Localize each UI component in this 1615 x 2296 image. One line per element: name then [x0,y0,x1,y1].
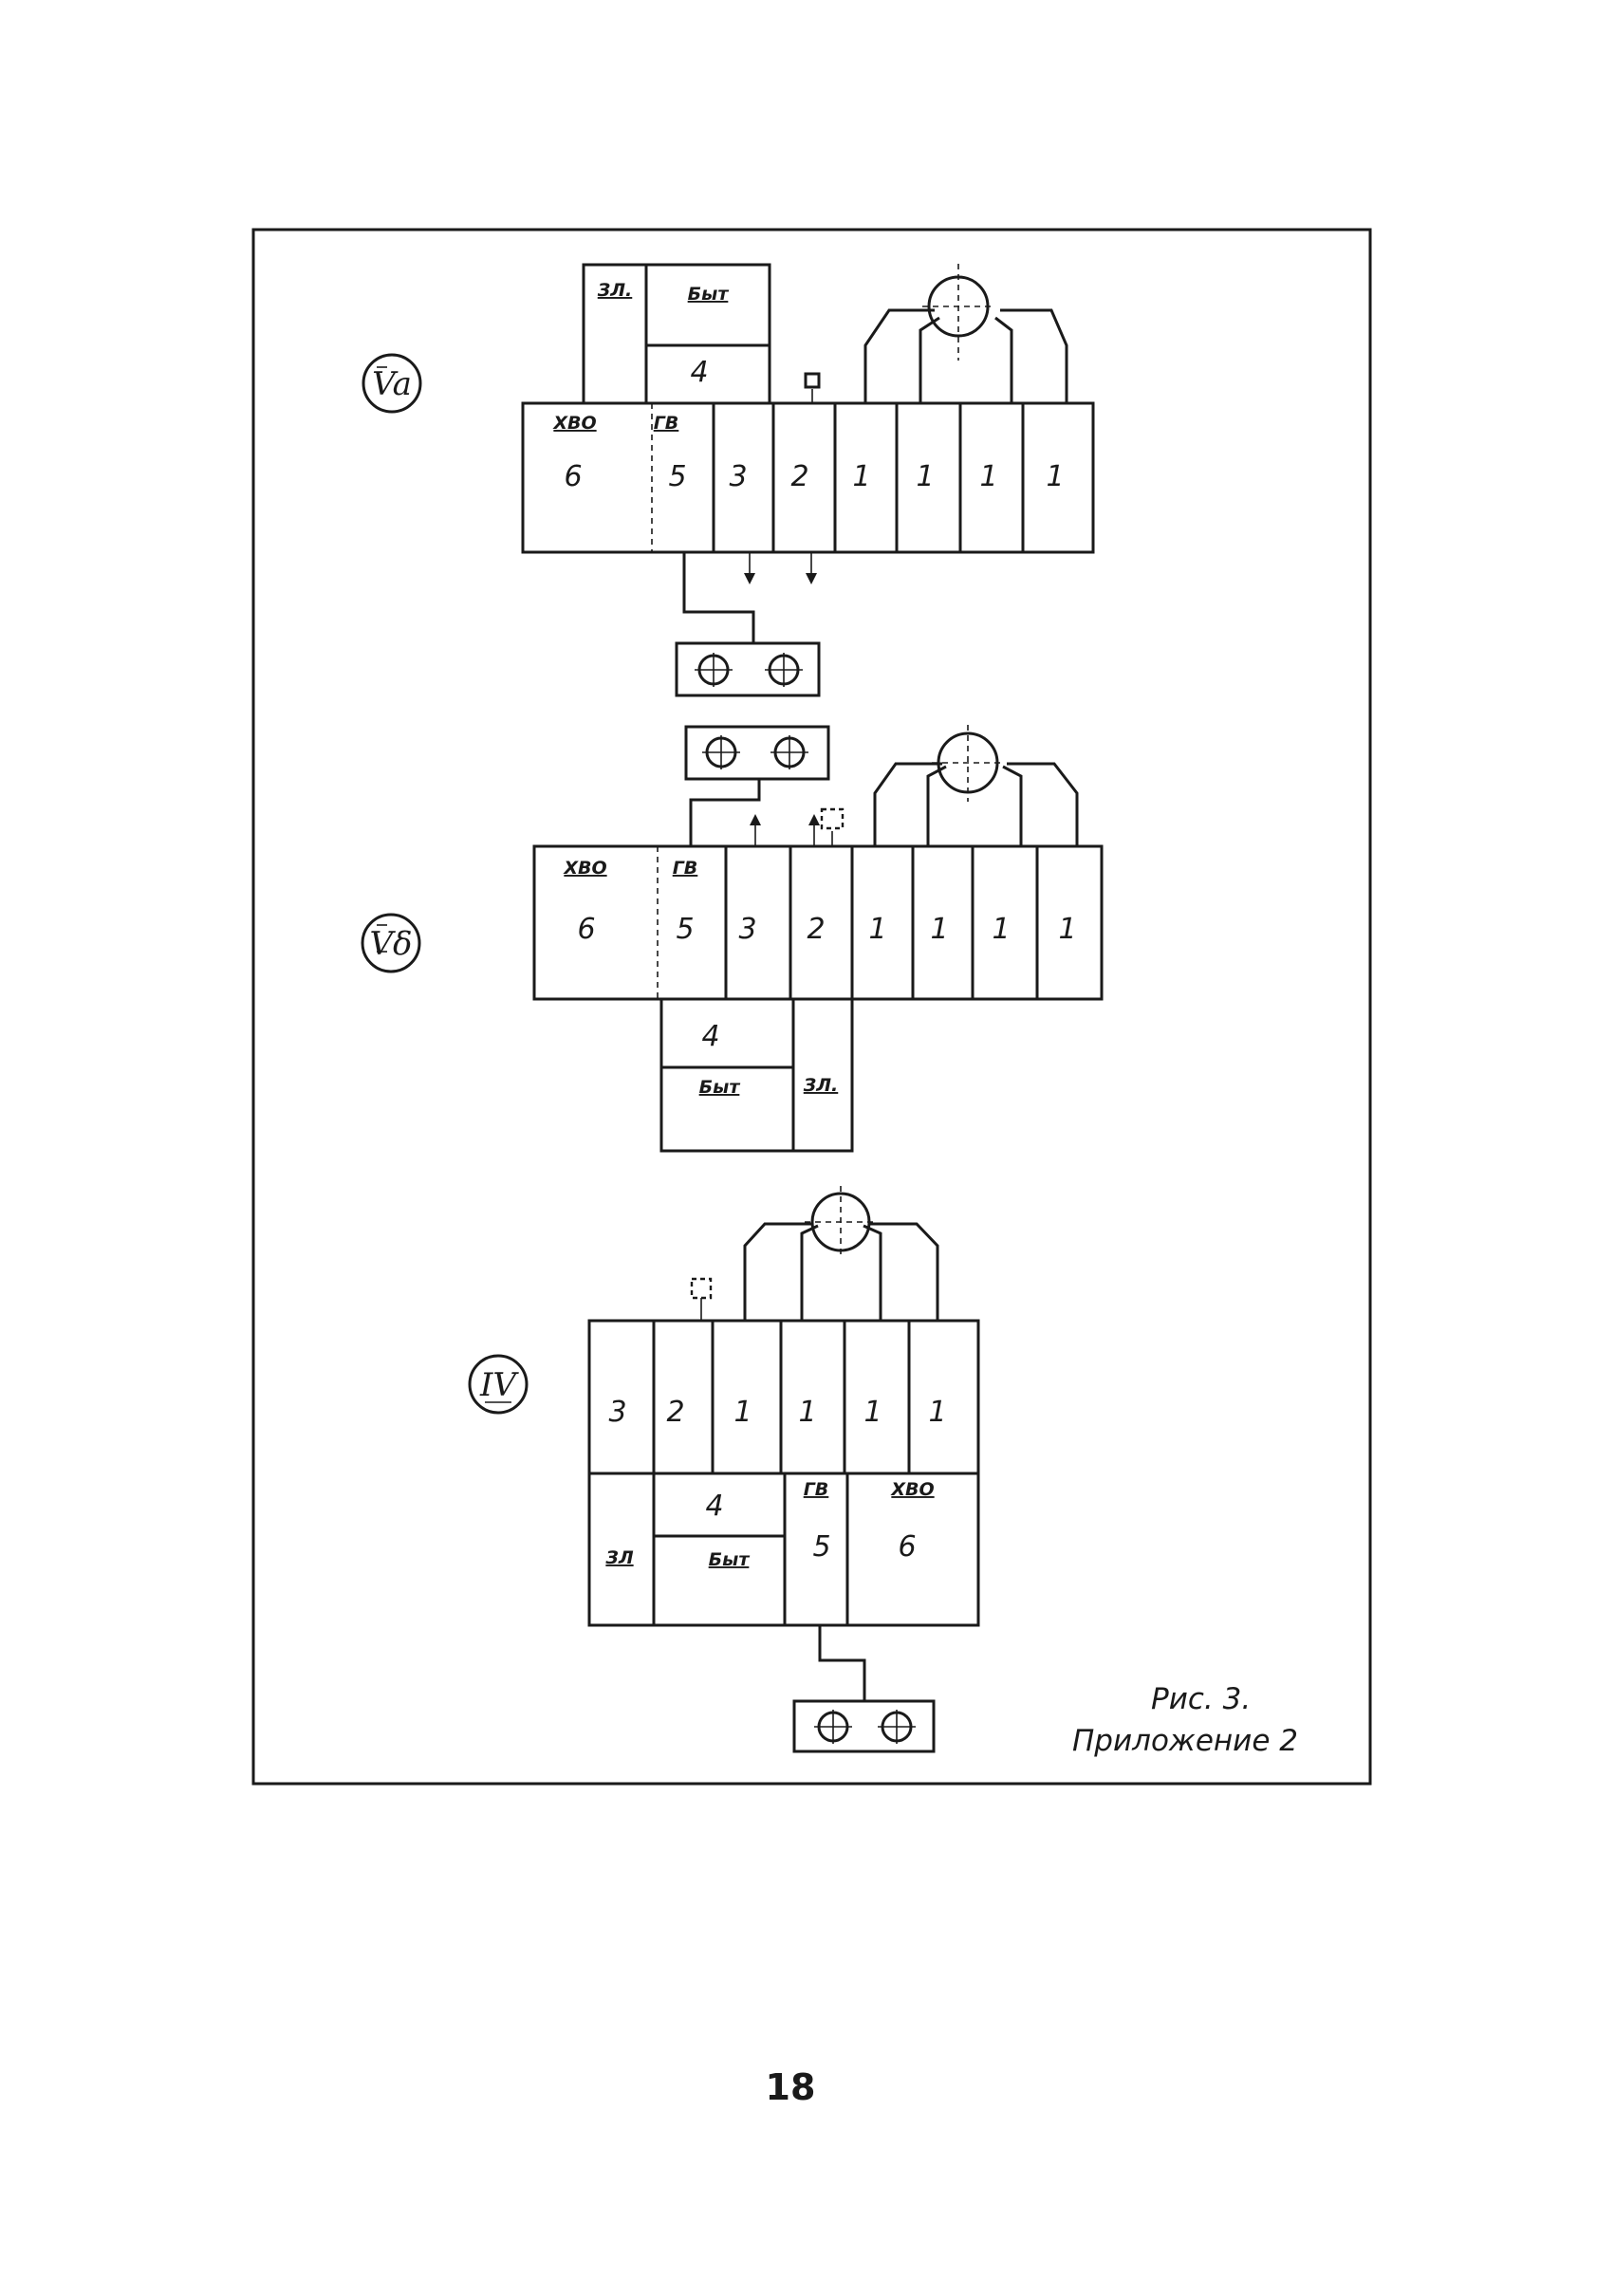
variant-iv-number-6: 6 [898,1530,916,1564]
variant-iv-top-cell-1: 3 [608,1396,626,1429]
variant-vb-marker: Vδ [369,925,412,963]
variant-iv-top-cell-4: 1 [798,1396,816,1429]
variant-vb-cell-5: 1 [868,913,886,946]
variant-vb-cell-6: 1 [930,913,948,946]
variant-va-cell-8: 1 [1046,460,1064,493]
variant-vb-dashed-square [820,807,845,830]
variant-vb-gv-label: ГВ [673,858,698,879]
variant-iv: IV 3 2 1 1 1 1 ЗЛ 4 Быт ГВ 5 [468,1186,980,1753]
variant-va-cell-7: 1 [979,460,997,493]
variant-vb-cell-8: 1 [1058,913,1076,946]
variant-va-byt-label: Быт [688,284,730,305]
figure-caption: Рис. 3. [1151,1682,1251,1716]
page-number: 18 [766,2066,816,2108]
variant-va-marker-circle [362,353,422,414]
variant-va-xvo-label: ХВО [552,413,596,434]
variant-iv-zl-label: ЗЛ [604,1547,633,1568]
variant-va-gv-label: ГВ [654,413,679,434]
variant-iv-xvo-label: ХВО [890,1479,934,1500]
variant-vb-pump-unit [684,725,830,781]
variant-va-cell-4: 2 [790,460,808,493]
variant-va-small-square [804,372,821,389]
variant-iv-number-4: 4 [705,1490,723,1523]
variant-iv-pump-unit [792,1699,936,1753]
appendix-caption: Приложение 2 [1072,1724,1298,1758]
variant-va-cell-2: 5 [668,460,686,493]
variant-va: Va ЗЛ. Быт 4 ХВО ГВ 6 5 3 2 1 1 1 1 [362,263,1095,697]
variant-vb-cell-2: 5 [676,913,694,946]
variant-vb: Vδ ХВО ГВ 6 5 3 2 1 1 1 1 [361,725,1104,1153]
variant-iv-marker: IV [479,1366,519,1404]
drawing-frame [251,228,1372,1786]
variant-va-cell-5: 1 [852,460,870,493]
variant-iv-top-cell-6: 1 [928,1396,946,1429]
variant-iv-top-cell-2: 2 [666,1396,684,1429]
variant-va-zl-label: ЗЛ. [597,280,633,301]
variant-iv-top-cell-3: 1 [733,1396,752,1429]
variant-va-cell-3: 3 [729,460,747,493]
variant-vb-cell-1: 6 [577,913,595,946]
variant-vb-byt-label: Быт [699,1077,741,1098]
variant-iv-dashed-square [690,1277,713,1300]
variant-vb-xvo-label: ХВО [563,858,606,879]
variant-va-marker: Va [372,365,412,403]
variant-va-pump-unit [675,641,821,697]
variant-iv-marker-circle [468,1354,529,1415]
variant-vb-cell-7: 1 [992,913,1010,946]
variant-iv-byt-label: Быт [709,1549,751,1570]
variant-vb-marker-circle [361,913,421,973]
variant-va-cell-6: 1 [916,460,934,493]
variant-iv-number-5: 5 [812,1530,830,1564]
variant-iv-top-cell-5: 1 [863,1396,882,1429]
variant-vb-lower-number: 4 [701,1020,719,1053]
variant-vb-cell-4: 2 [807,913,825,946]
variant-iv-gv-label: ГВ [804,1479,829,1500]
variant-va-upper-number: 4 [690,356,708,389]
variant-va-cell-1: 6 [564,460,582,493]
variant-vb-cell-3: 3 [738,913,756,946]
variant-vb-zl-label: ЗЛ. [803,1075,839,1096]
